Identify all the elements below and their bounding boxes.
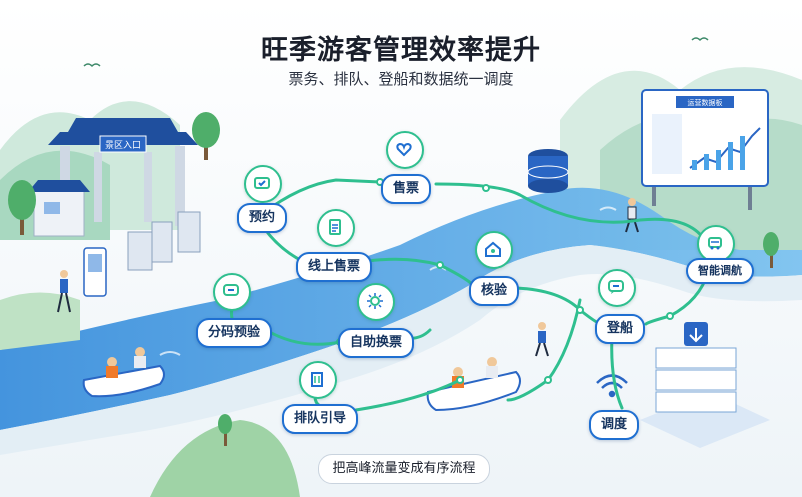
step-zizhu: 自助换票 bbox=[337, 328, 415, 358]
footer-caption: 把高峰流量变成有序流程 bbox=[318, 454, 490, 484]
scenic-gate: 景区入口 bbox=[48, 118, 198, 226]
document-icon bbox=[317, 209, 355, 247]
chat-bubble-icon bbox=[598, 269, 636, 307]
boat-center bbox=[426, 357, 521, 412]
heart-icon bbox=[386, 131, 424, 169]
boat-left bbox=[82, 347, 165, 398]
page-subtitle: 票务、排队、登船和数据统一调度 bbox=[288, 70, 514, 88]
chat-icon bbox=[213, 273, 251, 311]
tourist-walking-center bbox=[535, 322, 549, 357]
server-stack bbox=[640, 322, 770, 448]
step-zhineng: 智能调航 bbox=[686, 258, 754, 284]
turnstiles bbox=[83, 211, 201, 297]
birds bbox=[83, 37, 709, 68]
dashboard-board: 运营数据板 bbox=[641, 89, 769, 210]
gear-icon bbox=[357, 283, 395, 321]
step-fenma: 分码预验 bbox=[195, 318, 273, 348]
tourist-walking-left bbox=[57, 270, 71, 313]
building-icon bbox=[299, 361, 337, 399]
home-icon bbox=[475, 231, 513, 269]
ticket-icon bbox=[244, 165, 282, 203]
database-icon bbox=[527, 149, 569, 193]
step-hexiao: 核验 bbox=[468, 276, 520, 306]
gate-sign-text: 景区入口 bbox=[105, 140, 141, 151]
grass-bottom-left bbox=[150, 420, 300, 497]
step-dengchuan: 登船 bbox=[594, 314, 646, 344]
step-diaodu: 调度 bbox=[588, 410, 640, 440]
step-xianshang: 线上售票 bbox=[295, 252, 373, 282]
trees-right bbox=[218, 232, 779, 446]
step-paidui: 排队引导 bbox=[281, 404, 359, 434]
page-title: 旺季游客管理效率提升 bbox=[261, 35, 541, 66]
ticket-booth bbox=[28, 180, 90, 237]
dashboard-title: 运营数据板 bbox=[688, 98, 723, 107]
step-yuyue: 预约 bbox=[236, 203, 288, 233]
trees-left bbox=[8, 112, 220, 235]
river bbox=[0, 187, 802, 430]
step-shoupiao: 售票 bbox=[380, 174, 432, 204]
